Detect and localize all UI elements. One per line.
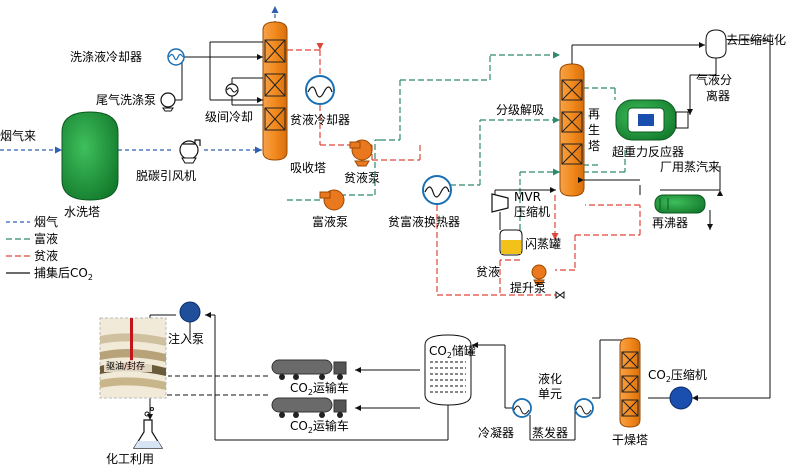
co2-tank-label: CO2储罐 — [429, 343, 476, 360]
evaporator-label: 蒸发器 — [532, 425, 568, 440]
rich-liquid-lines — [287, 51, 626, 230]
reboiler-label: 再沸器 — [652, 216, 688, 230]
reboiler-icon — [654, 194, 706, 214]
water-wash-tower — [61, 111, 119, 201]
eor-storage-illustration — [99, 317, 167, 399]
regen-tower-label-2: 生 — [588, 123, 600, 137]
washing-liquid-cooler-icon — [167, 48, 185, 66]
intercooling-label: 级间冷却 — [205, 110, 253, 124]
gas-liquid-sep-label-1: 气液分 — [696, 72, 732, 87]
flash-tank-label: 闪蒸罐 — [525, 237, 561, 251]
condenser-label: 冷凝器 — [478, 425, 514, 440]
drying-tower — [619, 337, 641, 428]
rich-pump-label: 富液泵 — [312, 214, 348, 229]
lift-pump-label: 提升泵 — [510, 280, 546, 295]
tail-gas-pump-icon — [160, 92, 176, 112]
evaporator-icon — [574, 398, 594, 418]
flue-gas-lines — [0, 6, 279, 154]
lean-pump-label: 贫液泵 — [344, 170, 380, 185]
mvr-compressor-icon — [491, 193, 509, 213]
lean-rich-exchanger-icon — [422, 175, 452, 205]
legend-flue-gas-label: 烟气 — [34, 214, 58, 229]
legend: 烟气 富液 贫液 捕集后CO2 — [6, 214, 93, 282]
co2-storage-tank — [424, 334, 472, 406]
intercooling-icon — [225, 83, 239, 97]
legend-lean-label: 贫液 — [34, 248, 58, 263]
lean-pump-icon — [349, 139, 373, 167]
lean-rich-exchanger-label: 贫富液换热器 — [388, 214, 460, 229]
mvr-label-1: MVR — [514, 190, 541, 204]
hypergravity-reactor — [615, 99, 689, 141]
gas-liquid-sep-label-2: 离器 — [706, 88, 730, 103]
eor-storage-label: 驱油/封存 — [106, 360, 145, 372]
regeneration-tower — [559, 63, 585, 197]
legend-co2-label: 捕集后CO2 — [34, 265, 93, 282]
flash-tank — [499, 229, 523, 256]
absorber-label: 吸收塔 — [290, 161, 326, 175]
gas-liquid-separator — [705, 29, 727, 59]
injection-pump-icon — [179, 301, 201, 323]
tail-gas-pump-label: 尾气洗涤泵 — [96, 92, 156, 107]
co2-truck-1-icon — [271, 359, 347, 380]
hypergravity-reactor-label: 超重力反应器 — [612, 144, 684, 159]
regen-tower-label-3: 塔 — [588, 139, 600, 153]
co2-truck-2-icon — [271, 397, 347, 418]
plant-steam-label: 厂用蒸汽来 — [660, 159, 720, 174]
drying-tower-label: 干燥塔 — [612, 433, 648, 447]
legend-rich-label: 富液 — [34, 231, 58, 246]
regen-tower-label-1: 再 — [588, 107, 600, 121]
injection-pump-label: 注入泵 — [168, 331, 204, 346]
rich-pump-icon — [319, 189, 345, 211]
washing-liquid-cooler-label: 洗涤液冷却器 — [70, 49, 142, 64]
lean-liquid-cooler-icon — [305, 75, 335, 105]
flue-gas-in-label: 烟气来 — [0, 128, 36, 143]
water-wash-tower-label: 水洗塔 — [64, 205, 100, 219]
liquefaction-label-2: 单元 — [538, 387, 562, 401]
decarb-fan-icon — [179, 139, 201, 164]
co2-compressor-icon — [669, 386, 693, 410]
co2-truck-1-label: CO2运输车 — [290, 380, 349, 397]
to-compression-label: 去压缩纯化 — [726, 32, 786, 47]
valve-icon — [555, 291, 565, 299]
co2-compressor-label: CO2压缩机 — [648, 367, 707, 384]
absorber-tower — [262, 21, 288, 161]
lean-liquid-label: 贫液 — [476, 264, 500, 279]
lean-liquid-cooler-label: 贫液冷却器 — [290, 112, 350, 127]
chemical-flask-icon — [132, 407, 164, 449]
wash-loop-lines — [175, 41, 263, 106]
lift-pump-icon — [531, 264, 547, 285]
mvr-label-2: 压缩机 — [514, 204, 550, 219]
chemical-use-label: 化工利用 — [106, 452, 154, 466]
lean-liquid-lines — [287, 42, 641, 296]
liquefaction-label-1: 液化 — [538, 371, 562, 386]
decarb-fan-label: 脱碳引风机 — [136, 168, 196, 183]
condenser-icon — [512, 398, 532, 418]
staged-desorption-label: 分级解吸 — [496, 103, 544, 117]
co2-truck-2-label: CO2运输车 — [290, 418, 349, 435]
